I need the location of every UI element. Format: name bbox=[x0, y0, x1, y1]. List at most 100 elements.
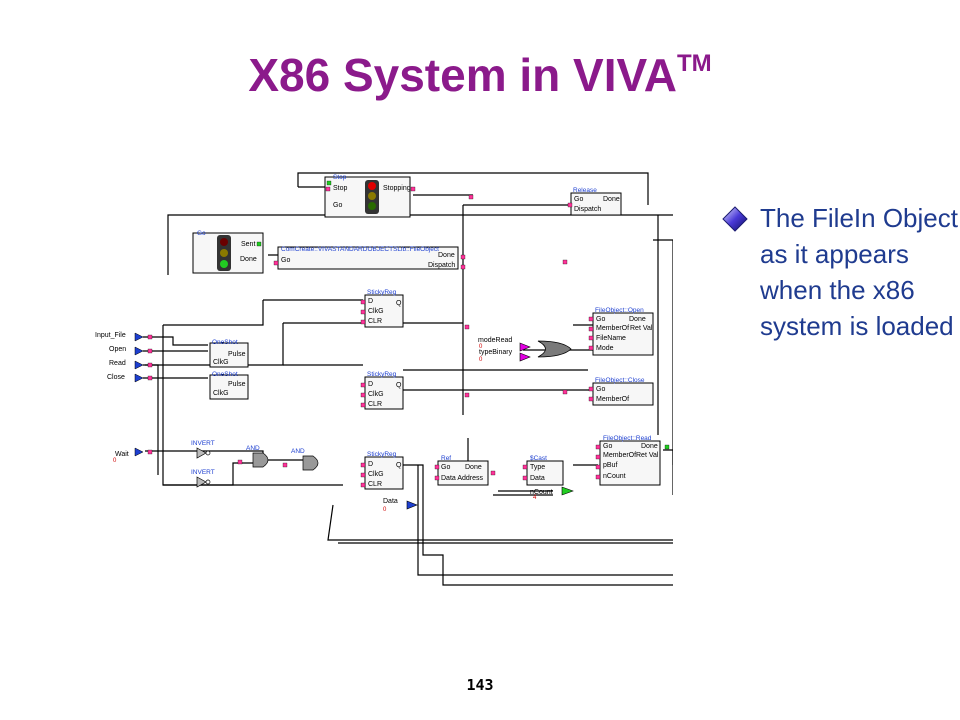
invert-gate-2-bubble-icon bbox=[205, 479, 211, 485]
go-port-done: Done bbox=[240, 256, 257, 263]
stickyreg-3-port-q: Q bbox=[396, 462, 402, 469]
invert-gate-1-label: INVERT bbox=[191, 440, 215, 447]
stickyreg-3-port-clkg: ClkG bbox=[368, 471, 384, 478]
fileobject-open-port-go: Go bbox=[596, 316, 605, 323]
stickyreg-1-title: StickyReg bbox=[367, 289, 397, 296]
comcreate-port-done: Done bbox=[438, 252, 455, 259]
stickyreg-3-port-clr: CLR bbox=[368, 481, 382, 488]
fileobject-read-block bbox=[599, 440, 661, 486]
traffic-light-icon bbox=[217, 235, 231, 271]
oneshot-2-port-clkg: ClkG bbox=[213, 390, 229, 397]
fileobject-open-block bbox=[592, 312, 654, 356]
stickyreg-2-title: StickyReg bbox=[367, 371, 397, 378]
data-node-label: Data bbox=[383, 498, 398, 505]
oneshot-1-title: OneShot bbox=[212, 339, 238, 346]
type-binary-label: typeBinary bbox=[479, 349, 513, 356]
and-gate-2-label: AND bbox=[291, 448, 305, 455]
status-nodes bbox=[256, 180, 670, 450]
fileobject-read-port-retval: Ret Val bbox=[636, 452, 659, 459]
invert-gate-1-bubble-icon bbox=[205, 450, 211, 456]
fileobject-read-port-ncount: nCount bbox=[603, 473, 626, 480]
and-gate-1-label: AND bbox=[246, 445, 260, 452]
and-gate-1-icon bbox=[252, 452, 269, 468]
stickyreg-block-1 bbox=[364, 294, 404, 328]
data-node-arrow-icon bbox=[406, 500, 418, 510]
page-number: 143 bbox=[466, 676, 494, 694]
stickyreg-3-title: StickyReg bbox=[367, 451, 397, 458]
type-value: 0 bbox=[479, 357, 483, 363]
cast-port-ncount: nCount bbox=[530, 489, 553, 496]
fileobject-close-title: FileObject::Close bbox=[595, 377, 645, 384]
stickyreg-1-port-clr: CLR bbox=[368, 318, 382, 325]
input-label-close: Close bbox=[107, 374, 125, 381]
wire-network bbox=[143, 172, 673, 586]
comcreate-port-dispatch: Dispatch bbox=[428, 262, 455, 269]
fileobject-read-port-go: Go bbox=[603, 443, 612, 450]
fileobject-open-port-retval: Ret Val bbox=[630, 325, 653, 332]
input-label-read: Read bbox=[109, 360, 126, 367]
comcreate-block bbox=[277, 246, 459, 270]
fileobject-open-title: FileObject::Open bbox=[595, 307, 644, 314]
fileobject-close-port-memberof: MemberOf bbox=[596, 396, 629, 403]
invert-gate-2-icon bbox=[196, 476, 207, 488]
slide-title-text: X86 System in VIVA bbox=[248, 49, 677, 101]
data-node-value: 0 bbox=[383, 507, 387, 513]
release-block-title: Release bbox=[573, 187, 597, 194]
traffic-light-icon bbox=[365, 180, 379, 214]
stop-port-go: Go bbox=[333, 202, 342, 209]
cast-title: $Cast bbox=[530, 455, 547, 462]
mode-read-label: modeRead bbox=[478, 337, 512, 344]
stop-port-stopping: Stopping bbox=[383, 185, 411, 192]
fileobject-open-port-done: Done bbox=[629, 316, 646, 323]
invert-gate-1-icon bbox=[196, 447, 207, 459]
input-label-open: Open bbox=[109, 346, 126, 353]
oneshot-2-title: OneShot bbox=[212, 371, 238, 378]
fileobject-open-port-mode: Mode bbox=[596, 345, 614, 352]
fileobject-read-title: FileObject::Read bbox=[603, 435, 652, 442]
oneshot-block-2 bbox=[209, 374, 249, 400]
ref-port-done: Done bbox=[465, 464, 482, 471]
input-connectors bbox=[134, 332, 144, 457]
mode-value: 0 bbox=[479, 344, 483, 350]
invert-gate-2-label: INVERT bbox=[191, 469, 215, 476]
ref-block bbox=[437, 460, 489, 486]
input-label-wait: Wait bbox=[115, 451, 129, 458]
stickyreg-2-port-q: Q bbox=[396, 382, 402, 389]
or-gate-icon bbox=[519, 340, 572, 362]
release-port-dispatch: Dispatch bbox=[574, 206, 601, 213]
fileobject-read-port-pbuf: pBuf bbox=[603, 462, 617, 469]
ref-title: Ref bbox=[441, 455, 451, 462]
oneshot-1-port-pulse: Pulse bbox=[228, 351, 246, 358]
stickyreg-2-port-clr: CLR bbox=[368, 401, 382, 408]
stickyreg-3-port-d: D bbox=[368, 461, 373, 468]
stickyreg-2-port-clkg: ClkG bbox=[368, 391, 384, 398]
oneshot-block-1 bbox=[209, 342, 249, 368]
viva-schematic-diagram: Stop Stop Go Stopping Release Go Dispatc… bbox=[95, 172, 673, 586]
ref-port-go: Go bbox=[441, 464, 450, 471]
slide-title: X86 System in VIVATM bbox=[0, 48, 960, 102]
stickyreg-2-port-d: D bbox=[368, 381, 373, 388]
wait-value: 0 bbox=[113, 458, 117, 464]
cast-port-data: Data bbox=[530, 475, 545, 482]
connection-nodes bbox=[147, 186, 601, 488]
oneshot-1-port-clkg: ClkG bbox=[213, 359, 229, 366]
go-block-title: Go bbox=[197, 230, 206, 237]
trademark-superscript: TM bbox=[677, 49, 712, 77]
diamond-bullet-icon bbox=[722, 206, 748, 232]
cast-value: 4 bbox=[533, 495, 537, 501]
cast-port-type: Type bbox=[530, 464, 545, 471]
fileobject-close-block bbox=[592, 382, 654, 406]
and-gate-2-icon bbox=[302, 455, 319, 471]
fileobject-read-port-done: Done bbox=[641, 443, 658, 450]
bullet-text: The FileIn Object as it appears when the… bbox=[760, 203, 958, 341]
fileobject-close-port-go: Go bbox=[596, 386, 605, 393]
fileobject-open-port-filename: FileName bbox=[596, 335, 626, 342]
comcreate-port-go: Go bbox=[281, 257, 290, 264]
cast-output-arrow-icon bbox=[561, 486, 574, 496]
stickyreg-1-port-d: D bbox=[368, 298, 373, 305]
release-port-go: Go bbox=[574, 196, 583, 203]
input-label-input-file: Input_File bbox=[95, 332, 126, 339]
stop-block-title: Stop bbox=[333, 174, 347, 181]
fileobject-read-port-memberof: MemberOf bbox=[603, 452, 636, 459]
stop-port-stop: Stop bbox=[333, 185, 348, 192]
